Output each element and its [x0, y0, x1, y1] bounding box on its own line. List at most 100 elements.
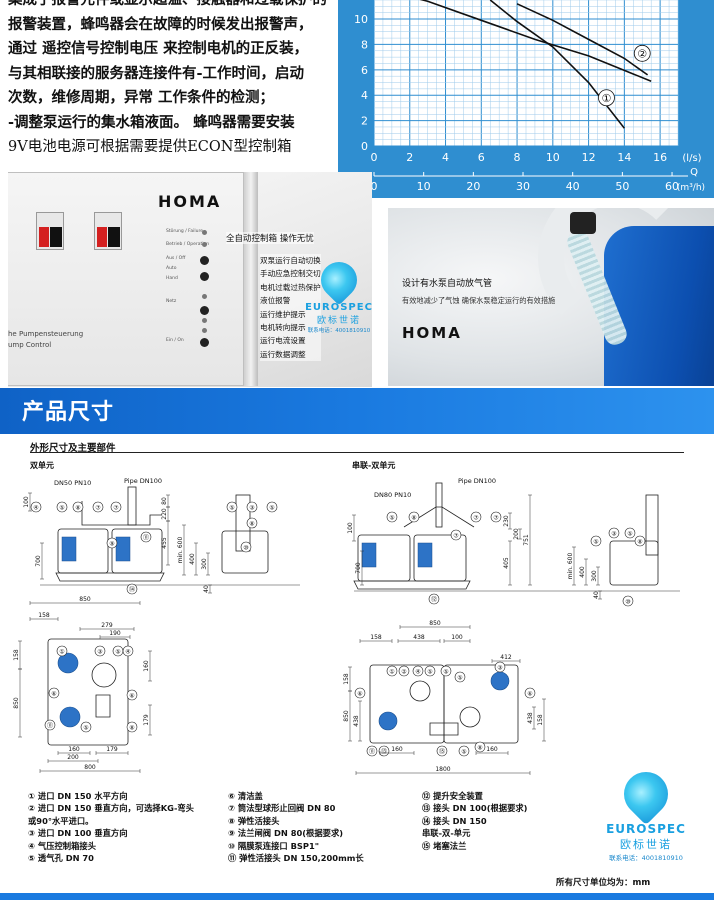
eurospec-drop-icon — [313, 254, 365, 306]
callout-label: ⑩ — [243, 544, 248, 551]
callout-label: ⑤ — [59, 504, 64, 511]
legend-col-1: ① 进口 DN 150 水平方向 ② 进口 DN 150 垂直方向，可选择KG-… — [28, 790, 194, 864]
x-unit-primary: (l/s) — [682, 153, 701, 164]
callout-marker — [110, 501, 122, 513]
callout-label: ⑮ — [439, 747, 445, 755]
legend-item: ⑬ 接头 DN 100(根据要求) — [422, 803, 528, 814]
vent-valve — [570, 212, 596, 234]
dim-label: 300 — [591, 570, 598, 582]
legend-item: ⑮ 堵塞法兰 — [422, 840, 467, 851]
bottom-bar — [0, 893, 714, 900]
legend-item: ⑦ 筒法型球形止回阀 DN 80 — [228, 803, 336, 814]
callout-label: ⑨ — [109, 540, 114, 547]
dim-label: 412 — [500, 654, 512, 661]
callout-marker — [30, 501, 42, 513]
legend-item: 串联-双-单元 — [422, 828, 471, 839]
right-pipe-label: Pipe DN100 — [458, 477, 496, 485]
callout-label: ⑧ — [249, 520, 254, 527]
callout-marker — [80, 721, 92, 733]
right-riser-pipe — [435, 482, 443, 528]
dim-label: 100 — [347, 522, 354, 534]
heading-rule — [30, 452, 684, 453]
callout-label: ⑧ — [129, 724, 134, 731]
dim-label: 160 — [486, 746, 498, 753]
y-tick-label: 10 — [354, 13, 368, 26]
callout-label: ⑬ — [381, 747, 387, 755]
pump-motor — [417, 542, 433, 568]
callout-label: ⑥ — [129, 692, 134, 699]
series-line — [516, 3, 649, 76]
legend-item: ⑤ 透气孔 DN 70 — [28, 853, 94, 864]
dim-label: 158 — [13, 649, 20, 661]
callout-marker — [226, 501, 238, 513]
callout-label: ⑭ — [129, 585, 135, 593]
feature-item: 双泵运行自动切换 — [260, 254, 321, 268]
dim-label: 160 — [391, 746, 403, 753]
callout-label: ⑧ — [477, 744, 482, 751]
callout-label: ① — [389, 668, 394, 675]
callout-label: ⑪ — [369, 747, 375, 755]
feature-item: 运行数据调整 — [260, 347, 321, 362]
left-tank-base — [55, 572, 165, 582]
callout-marker — [458, 745, 470, 757]
right-plan-valve — [429, 722, 459, 736]
callout-marker — [354, 687, 366, 699]
eurospec-name: EUROSPEC — [606, 822, 686, 836]
right-unit-label: 串联-双单元 — [352, 461, 396, 470]
x-secondary-tick-label: 50 — [615, 180, 629, 193]
callout-label: ③ — [497, 664, 502, 671]
callout-label: ⑤ — [593, 538, 598, 545]
intro-line: -调整泵运行的集水箱液面。 蜂鸣器需要安装 — [8, 113, 295, 131]
panel-label: Betrieb / Operation — [166, 242, 210, 247]
legend-item: ⑩ 隔膜泵连接口 BSP1" — [228, 840, 320, 851]
legend-item: ⑧ 弹性活接头 — [228, 815, 280, 826]
left-dn-label: DN50 PN10 — [54, 479, 91, 487]
callout-label: ⑦ — [453, 532, 459, 539]
dim-label: 200 — [67, 754, 79, 761]
left-plan-pump-2 — [59, 706, 81, 728]
dim-label: 850 — [343, 710, 350, 722]
x-secondary-tick-label: 20 — [466, 180, 480, 193]
x-tick-label: 14 — [617, 151, 631, 164]
series-label: ① — [602, 92, 612, 105]
eurospec-phone: 联系电话：4001810910 — [307, 328, 371, 334]
legend-item: ② 进口 DN 150 垂直方向，可选择KG-弯头 — [28, 803, 194, 814]
feature-item: 手动应急控制交切 — [260, 267, 321, 281]
callout-marker — [440, 665, 452, 677]
callout-label: ⑪ — [47, 721, 53, 729]
dim-label: 438 — [353, 715, 360, 727]
legend-item: ⑭ 接头 DN 150 — [422, 815, 487, 826]
callout-marker — [428, 593, 440, 605]
dim-label: 190 — [109, 630, 121, 637]
x-tick-label: 8 — [514, 151, 521, 164]
homa-logo: HOMA — [158, 192, 221, 211]
chart-grid — [373, 0, 679, 147]
y-tick-label: 8 — [361, 38, 368, 51]
x-secondary-tick-label: 60 — [665, 180, 679, 193]
dim-label: min. 600 — [177, 537, 184, 564]
callout-marker — [524, 687, 536, 699]
callout-marker — [122, 645, 134, 657]
homa-logo-2: HOMA — [402, 324, 462, 342]
x-secondary-tick-label: 30 — [516, 180, 530, 193]
dim-label: 438 — [527, 712, 534, 724]
control-box-features: 双泵运行自动切换 手动应急控制交切 电机过载过热保护 液位报警 运行维护提示 电… — [260, 254, 321, 362]
callout-label: ④ — [33, 504, 38, 511]
right-plan-pump-2 — [490, 671, 510, 691]
pump-motor — [361, 542, 377, 568]
callout-marker — [246, 517, 258, 529]
dim-label: 1800 — [435, 766, 450, 773]
legend-item: ⑪ 弹性活接头 DN 150,200mm长 — [228, 853, 364, 864]
feature-item: 电机过载过热保护 — [260, 280, 321, 295]
callout-marker — [92, 501, 104, 513]
legend-col-3: ⑫ 提升安全装置 ⑬ 接头 DN 100(根据要求) ⑭ 接头 DN 150 串… — [422, 790, 527, 852]
callout-marker — [494, 661, 506, 673]
callout-marker — [246, 501, 258, 513]
control-box-photo: HOMA Störung / Failure Betrieb / Operati… — [8, 172, 372, 387]
dim-label: 80 — [161, 497, 168, 505]
dim-label: 751 — [523, 534, 530, 546]
callout-label: ⑥ — [527, 690, 532, 697]
callout-label: ⑤ — [427, 668, 432, 675]
